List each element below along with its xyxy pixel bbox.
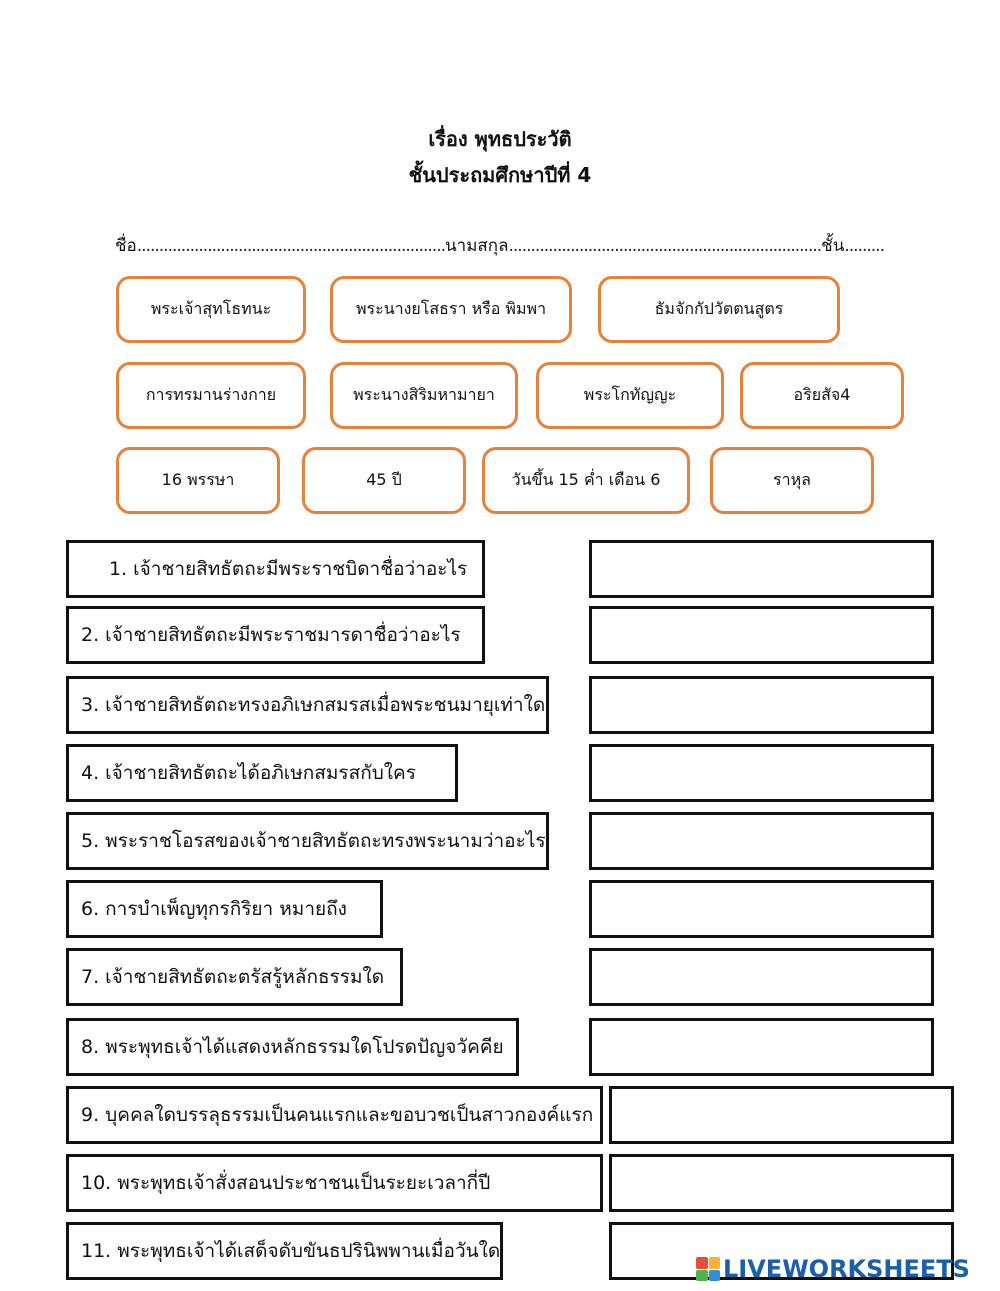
answer-box-3[interactable]	[589, 676, 934, 734]
question-3: 3. เจ้าชายสิทธัตถะทรงอภิเษกสมรสเมื่อพระช…	[66, 676, 549, 734]
question-6: 6. การบำเพ็ญทุกรกิริยา หมายถึง	[66, 880, 383, 938]
word-chip[interactable]: ธัมจักกัปวัตตนสูตร	[598, 276, 840, 343]
answer-box-6[interactable]	[589, 880, 934, 938]
question-2: 2. เจ้าชายสิทธัตถะมีพระราชมารดาชื่อว่าอะ…	[66, 606, 485, 664]
word-chip[interactable]: 45 ปี	[302, 447, 466, 514]
name-blank[interactable]: ........................................…	[136, 236, 446, 256]
liveworksheets-logo-icon	[696, 1257, 720, 1281]
answer-box-8[interactable]	[589, 1018, 934, 1076]
answer-box-10[interactable]	[609, 1154, 954, 1212]
answer-box-9[interactable]	[609, 1086, 954, 1144]
word-chip[interactable]: ราหุล	[710, 447, 874, 514]
surname-label: นามสกุล	[445, 236, 509, 256]
class-label: ชั้น	[821, 236, 845, 256]
answer-box-11[interactable]	[609, 1222, 954, 1280]
name-label: ชื่อ	[115, 236, 137, 256]
student-info-line: ชื่อ....................................…	[115, 232, 885, 259]
question-10: 10. พระพุทธเจ้าสั่งสอนประชาชนเป็นระยะเวล…	[66, 1154, 603, 1212]
answer-box-5[interactable]	[589, 812, 934, 870]
liveworksheets-watermark: LIVEWORKSHEETS	[696, 1254, 970, 1284]
answer-box-7[interactable]	[589, 948, 934, 1006]
word-chip[interactable]: 16 พรรษา	[116, 447, 280, 514]
word-chip[interactable]: อริยสัจ4	[740, 362, 904, 429]
question-8: 8. พระพุทธเจ้าได้แสดงหลักธรรมใดโปรดปัญจว…	[66, 1018, 519, 1076]
word-chip[interactable]: พระนางสิริมหามายา	[330, 362, 518, 429]
surname-blank[interactable]: ........................................…	[508, 236, 823, 256]
question-4: 4. เจ้าชายสิทธัตถะได้อภิเษกสมรสกับใคร	[66, 744, 458, 802]
brand-name: LIVEWORKSHEETS	[723, 1255, 970, 1283]
word-chip[interactable]: การทรมานร่างกาย	[116, 362, 306, 429]
question-7: 7. เจ้าชายสิทธัตถะตรัสรู้หลักธรรมใด	[66, 948, 403, 1006]
answer-box-2[interactable]	[589, 606, 934, 664]
word-chip[interactable]: พระเจ้าสุทโธทนะ	[116, 276, 306, 343]
worksheet-subtitle: ชั้นประถมศึกษาปีที่ 4	[408, 163, 592, 187]
question-9: 9. บุคคลใดบรรลุธรรมเป็นคนแรกและขอบวชเป็น…	[66, 1086, 603, 1144]
word-chip[interactable]: พระนางยโสธรา หรือ พิมพา	[330, 276, 572, 343]
word-chip[interactable]: พระโกทัญญะ	[536, 362, 724, 429]
class-blank[interactable]: ........................	[844, 236, 885, 256]
word-chip[interactable]: วันขึ้น 15 ค่ำ เดือน 6	[482, 447, 690, 514]
question-1: 1. เจ้าชายสิทธัตถะมีพระราชบิดาชื่อว่าอะไ…	[66, 540, 485, 598]
question-11: 11. พระพุทธเจ้าได้เสด็จดับขันธปรินิพพานเ…	[66, 1222, 503, 1280]
answer-box-1[interactable]	[589, 540, 934, 598]
answer-box-4[interactable]	[589, 744, 934, 802]
question-5: 5. พระราชโอรสของเจ้าชายสิทธัตถะทรงพระนาม…	[66, 812, 549, 870]
worksheet-title: เรื่อง พุทธประวัติ	[428, 127, 572, 151]
